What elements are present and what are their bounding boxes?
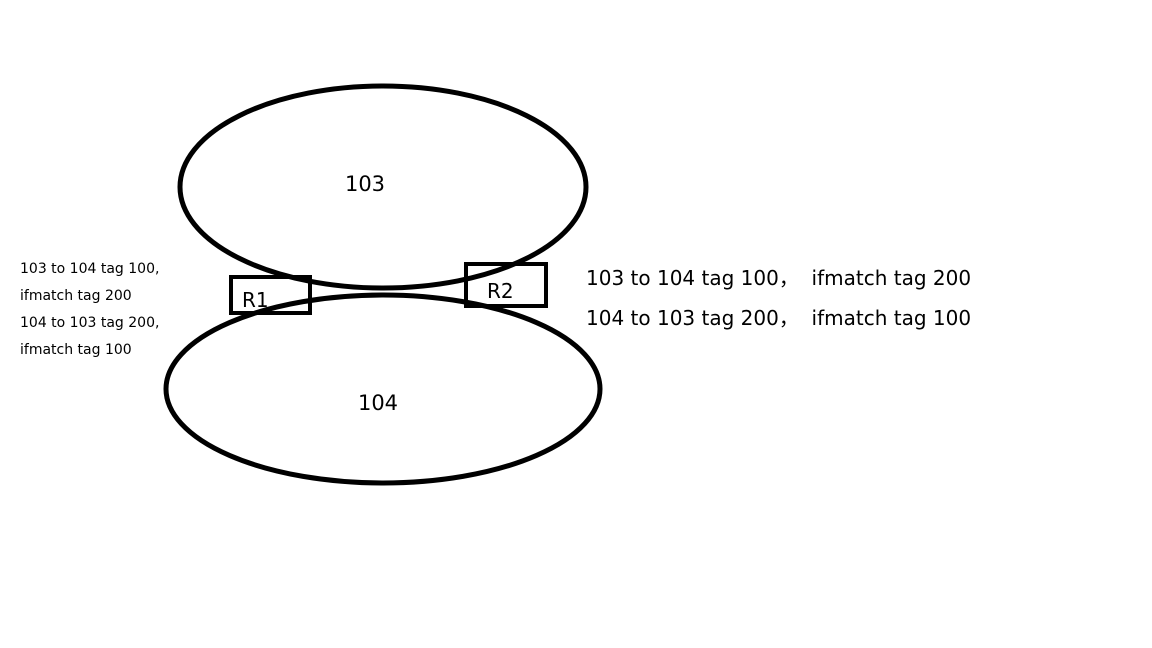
note-line: ifmatch tag 200 [20,288,132,304]
area-103-ellipse [177,83,589,291]
r2-tag-note-2: 104 to 103 tag 200， ifmatch tag 100 [586,306,972,330]
r1-tag-notes: 103 to 104 tag 100, ifmatch tag 200 104 … [20,256,159,364]
area-104-ellipse [163,292,603,486]
area-104-label: 104 [358,391,398,415]
note-line: 103 to 104 tag 100, [20,261,160,277]
note-line: ifmatch tag 100 [20,342,132,358]
router-r2-box [464,262,548,308]
area-103-label: 103 [345,172,385,196]
router-r2-label: R2 [487,279,514,303]
note-line: 104 to 103 tag 200, [20,315,160,331]
router-r1-box [229,275,312,315]
r2-tag-note-1: 103 to 104 tag 100， ifmatch tag 200 [586,266,972,290]
router-r1-label: R1 [242,288,269,312]
